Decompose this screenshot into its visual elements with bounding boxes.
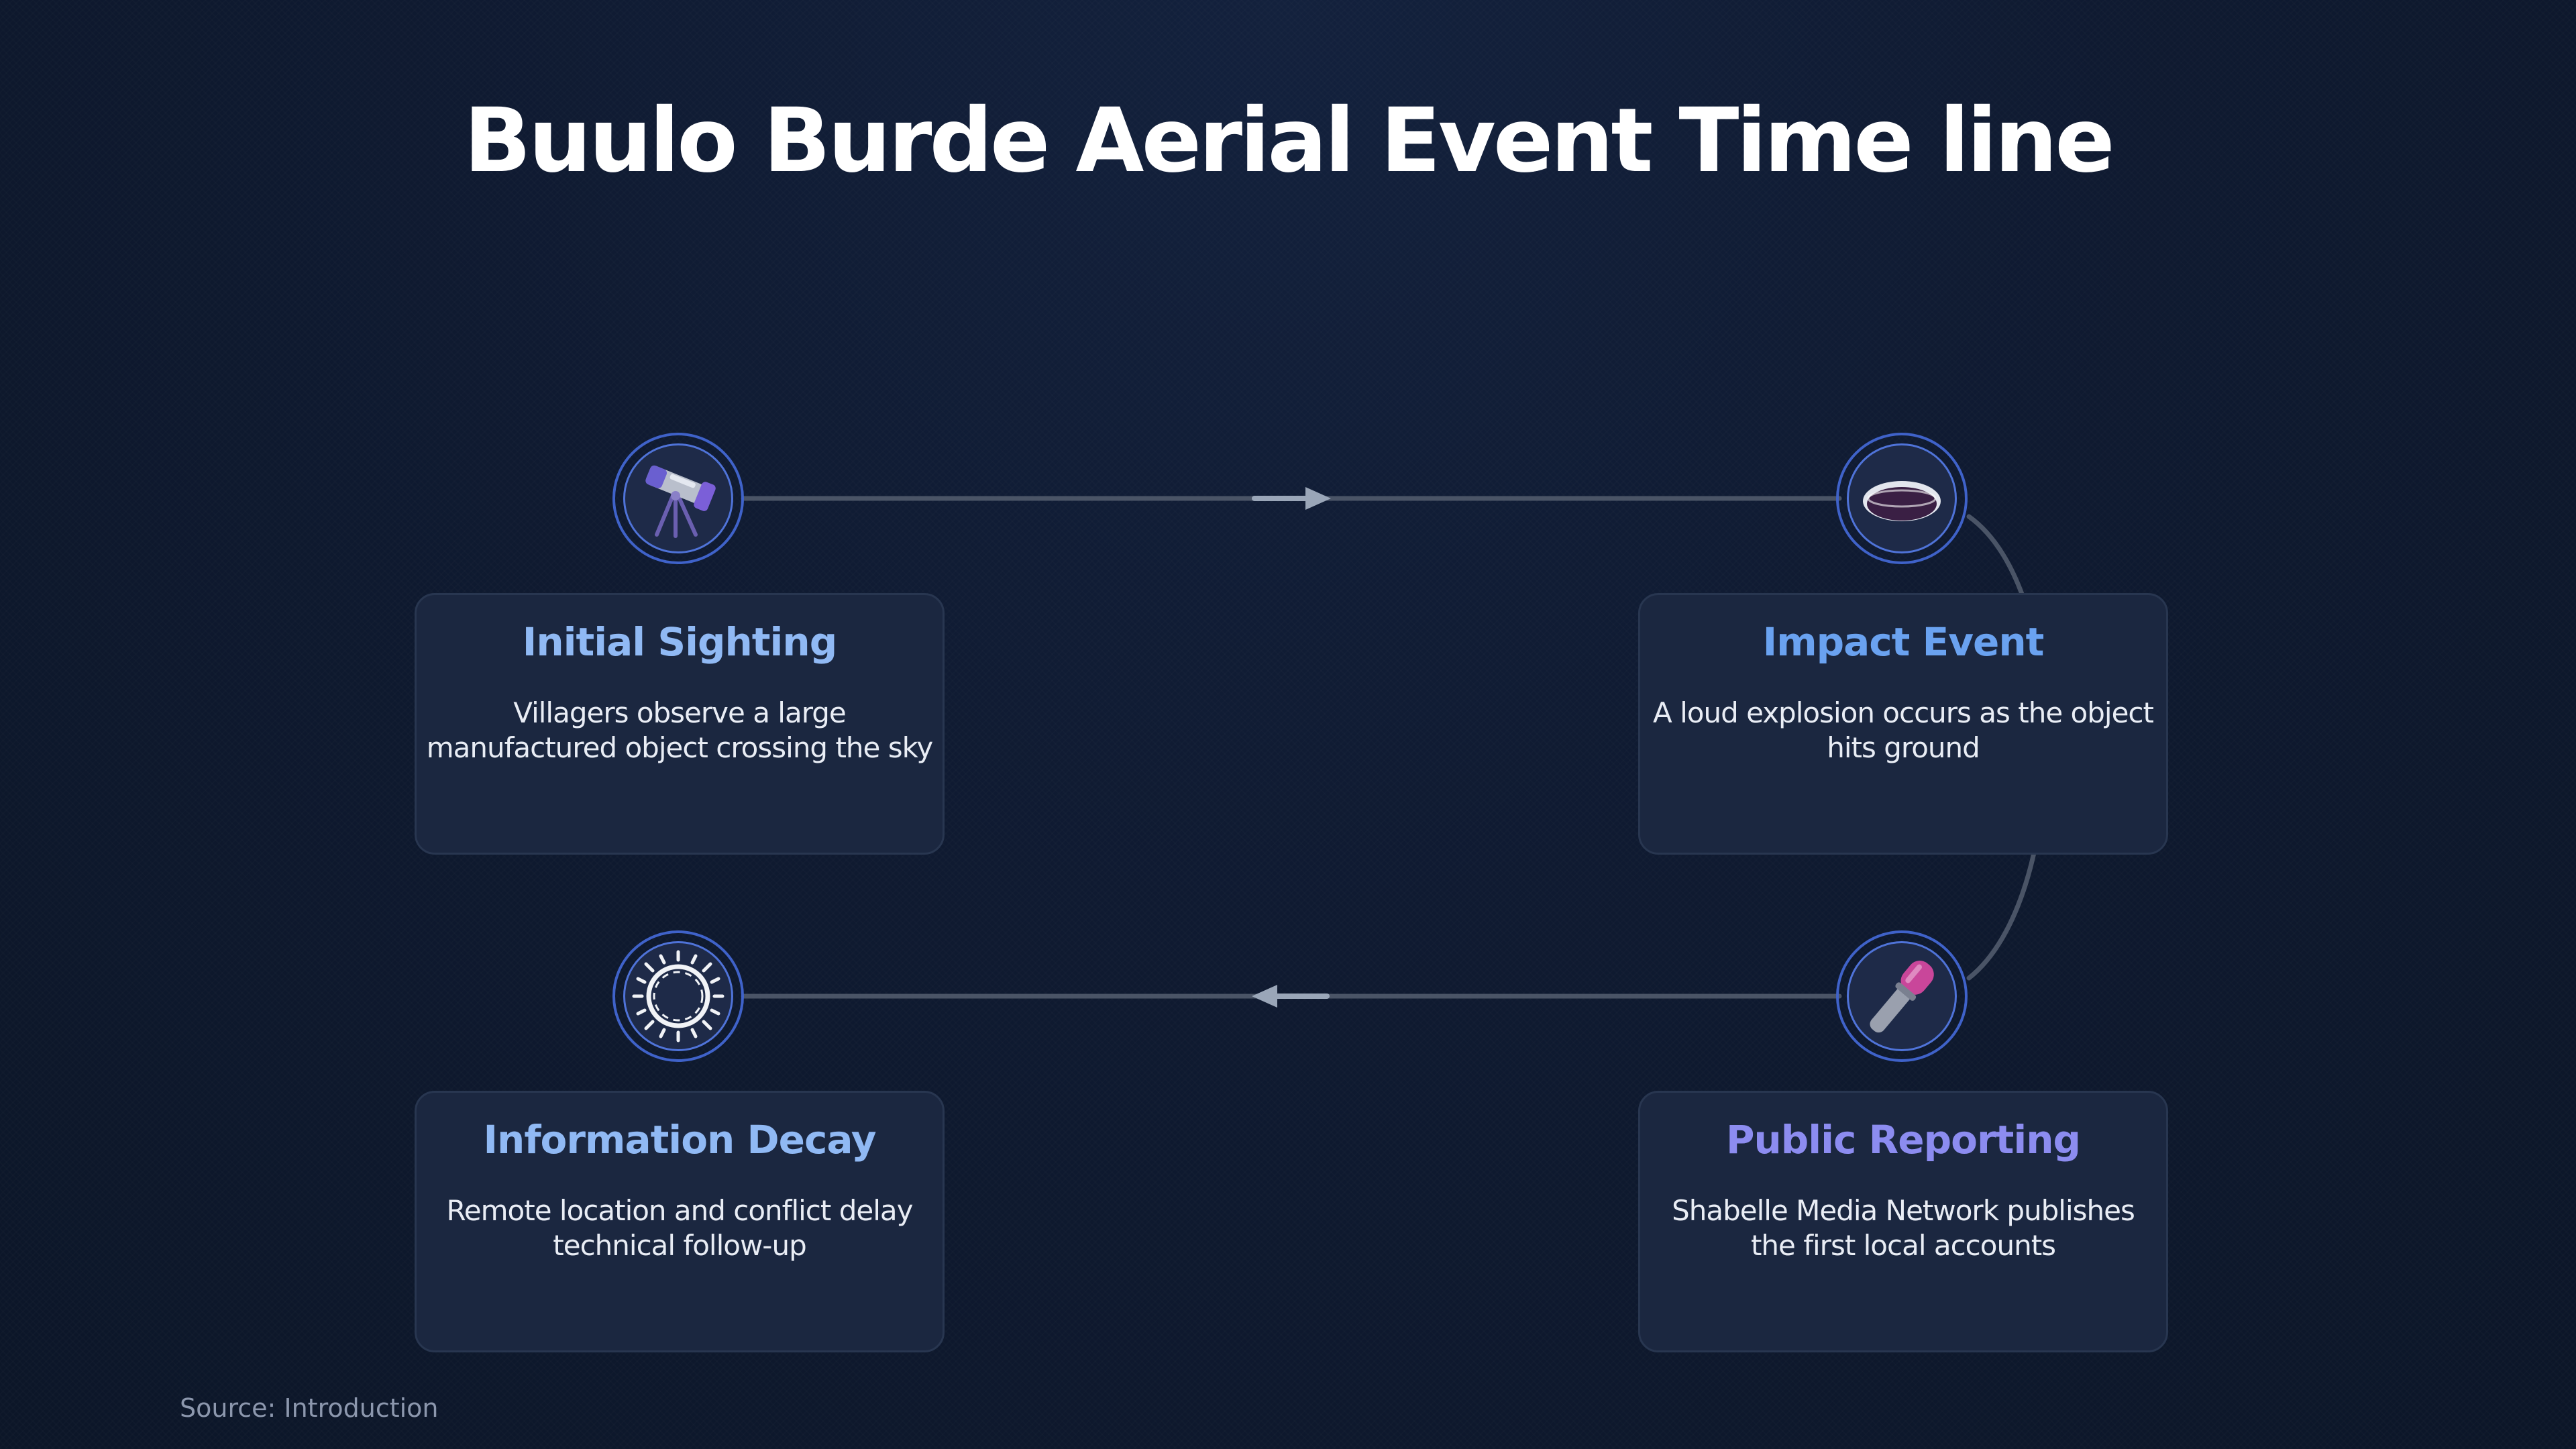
- telescope-icon: [645, 465, 716, 538]
- source-note: Source: Introduction: [180, 1393, 439, 1423]
- microphone-icon: [1870, 961, 1934, 1033]
- step-description: Remote location and conflict delay techn…: [446, 1194, 914, 1262]
- page-title: Buulo Burde Aerial Event Time line: [464, 89, 2114, 193]
- arrow-left-icon: [1252, 985, 1330, 1008]
- step-card-initial-sighting: Initial Sighting Villagers observe a lar…: [415, 593, 945, 855]
- step-card-information-decay: Information Decay Remote location and co…: [415, 1091, 945, 1352]
- step-title: Impact Event: [1762, 619, 2045, 665]
- step-title: Initial Sighting: [522, 619, 837, 665]
- step-title: Information Decay: [483, 1117, 876, 1163]
- step-description: Shabelle Media Network publishes the fir…: [1672, 1194, 2135, 1262]
- step-4-icon-ring: [612, 930, 744, 1062]
- step-3-icon-ring: [1836, 930, 1968, 1062]
- step-description: Villagers observe a large manufactured o…: [426, 696, 934, 764]
- step-title: Public Reporting: [1725, 1117, 2081, 1163]
- step-1-icon-ring: [612, 433, 744, 564]
- thorn-wreath-icon: [632, 950, 724, 1042]
- step-2-icon-ring: [1836, 433, 1968, 564]
- crater-icon: [1863, 481, 1941, 521]
- step-card-public-reporting: Public Reporting Shabelle Media Network …: [1638, 1091, 2168, 1352]
- step-card-impact-event: Impact Event A loud explosion occurs as …: [1638, 593, 2168, 855]
- step-description: A loud explosion occurs as the object hi…: [1653, 696, 2154, 764]
- arrow-right-icon: [1252, 487, 1331, 510]
